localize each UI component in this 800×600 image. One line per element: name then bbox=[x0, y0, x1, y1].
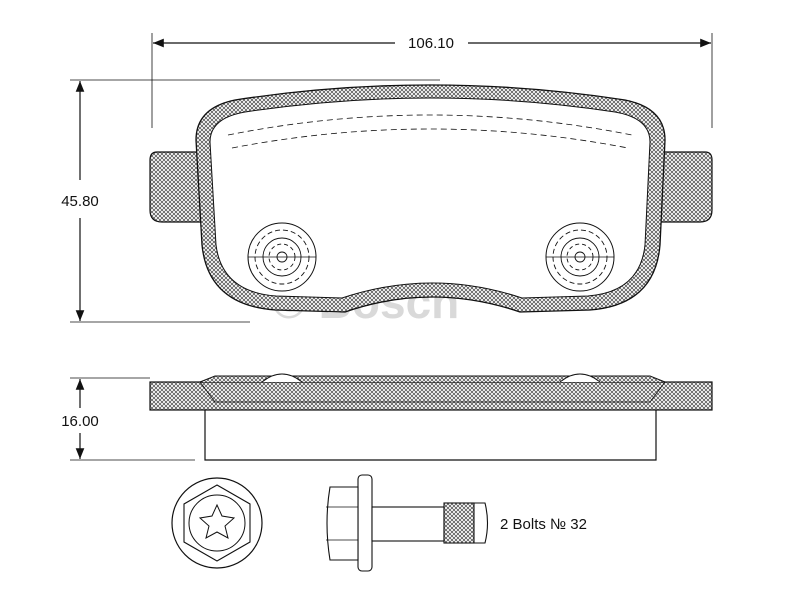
width-dimension-label: 106.10 bbox=[408, 35, 454, 52]
right-rivet-icon bbox=[545, 222, 615, 292]
friction-face bbox=[209, 97, 651, 299]
thickness-dimension: 16.00 bbox=[61, 377, 195, 461]
bolt-side-view-icon bbox=[326, 474, 489, 572]
side-backing-plate bbox=[149, 381, 713, 411]
height-dimension-label: 45.80 bbox=[61, 193, 99, 210]
brake-pad-front-view bbox=[149, 84, 713, 313]
bolt-note: 2 Bolts № 32 bbox=[500, 516, 587, 533]
left-rivet-icon bbox=[247, 222, 317, 292]
height-dimension: 45.80 bbox=[61, 79, 440, 323]
thickness-dimension-label: 16.00 bbox=[61, 413, 99, 430]
width-dimension: 106.10 bbox=[151, 33, 713, 128]
brake-pad-side-view bbox=[149, 373, 713, 461]
bolt-head-top-view-icon bbox=[171, 477, 263, 569]
left-ear bbox=[149, 151, 211, 223]
right-ear bbox=[651, 151, 713, 223]
